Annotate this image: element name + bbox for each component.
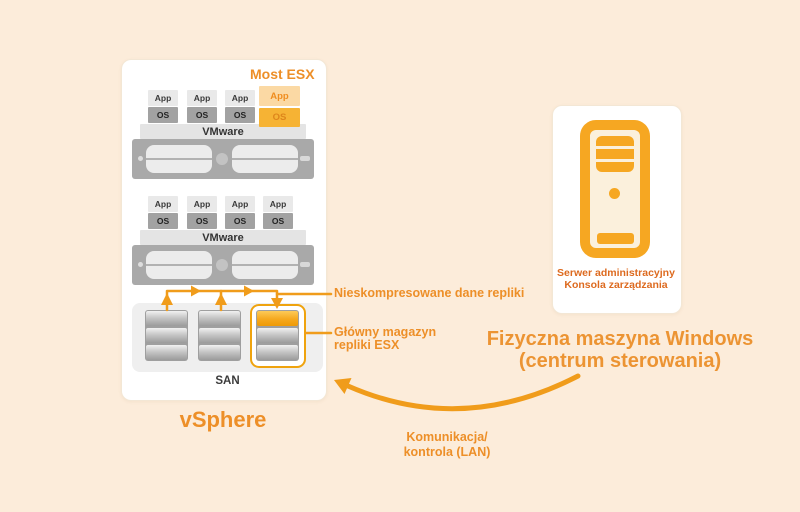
disk-stack [145,310,188,361]
uncompressed-replica-label: Nieskompresowane dane repliki [334,286,525,300]
server-power-button [609,188,620,199]
windows-machine-title-line1: Fizyczna maszyna Windows [486,328,754,350]
san-label: SAN [215,375,240,387]
server-drive-bay [596,162,634,172]
vm-stack: App OS [187,90,217,123]
disk [199,328,240,343]
app-box: App [225,196,255,212]
vm-stack-highlighted: App OS [259,86,300,127]
rack-power-led [138,262,143,267]
os-box: OS [263,213,293,229]
os-box: OS [187,213,217,229]
admin-server-caption-line2: Konsola zarządzania [564,279,668,291]
main-storage-label: Główny magazyn repliki ESX [334,326,436,351]
rack-drive-bay [146,145,212,173]
vmware-layer: VMware [140,230,306,245]
disk [146,328,187,343]
os-box: OS [187,107,217,123]
vm-stack: App OS [148,196,178,229]
lan-label-line2: kontrola (LAN) [403,444,491,459]
esx-host-rack [132,139,314,179]
os-box: OS [225,213,255,229]
rack-center-knob [216,153,228,165]
disk [199,345,240,360]
rack-drive-bay [232,251,298,279]
esx-host-rack [132,245,314,285]
main-storage-label-line2: repliki ESX [334,337,400,352]
disk [146,345,187,360]
os-box: OS [148,213,178,229]
disk [146,311,187,326]
app-box: App [187,90,217,106]
disk [199,311,240,326]
most-esx-label: Most ESX [250,66,315,82]
lan-arrow [334,373,581,412]
disk-stack [198,310,241,361]
vmware-layer: VMware [140,124,306,139]
main-storage-label-line1: Główny magazyn [334,325,437,339]
lan-label: Komunikacja/ kontrola (LAN) [377,430,517,459]
admin-server-caption-line1: Serwer administracyjny [557,267,675,279]
disk [257,328,298,343]
server-drive-bay [596,149,634,159]
app-box: App [187,196,217,212]
vm-stack: App OS [263,196,293,229]
rack-center-knob [216,259,228,271]
disk-replica [257,311,298,326]
server-drive-bays [596,136,634,172]
vsphere-label: vSphere [179,407,267,432]
vm-stack: App OS [187,196,217,229]
disk [257,345,298,360]
server-slot [597,233,634,244]
rack-drive-bay [146,251,212,279]
server-drive-bay [596,136,634,146]
rack-vent-slot [300,262,310,267]
os-box: OS [225,107,255,123]
vm-stack: App OS [225,196,255,229]
vm-stack: App OS [225,90,255,123]
app-box: App [259,86,300,106]
app-box: App [148,90,178,106]
os-box: OS [148,107,178,123]
app-box: App [263,196,293,212]
windows-machine-title-line2: (centrum sterowania) [518,349,722,372]
lan-label-line1: Komunikacja/ [406,430,488,444]
admin-server-caption: Serwer administracyjny Konsola zarządzan… [550,267,682,291]
rack-drive-bay [232,145,298,173]
os-box: OS [259,108,300,127]
rack-vent-slot [300,156,310,161]
windows-machine-title: Fizyczna maszyna Windows (centrum sterow… [450,328,790,372]
app-box: App [225,90,255,106]
app-box: App [148,196,178,212]
disk-stack-highlighted [256,310,299,361]
rack-power-led [138,156,143,161]
vm-stack: App OS [148,90,178,123]
